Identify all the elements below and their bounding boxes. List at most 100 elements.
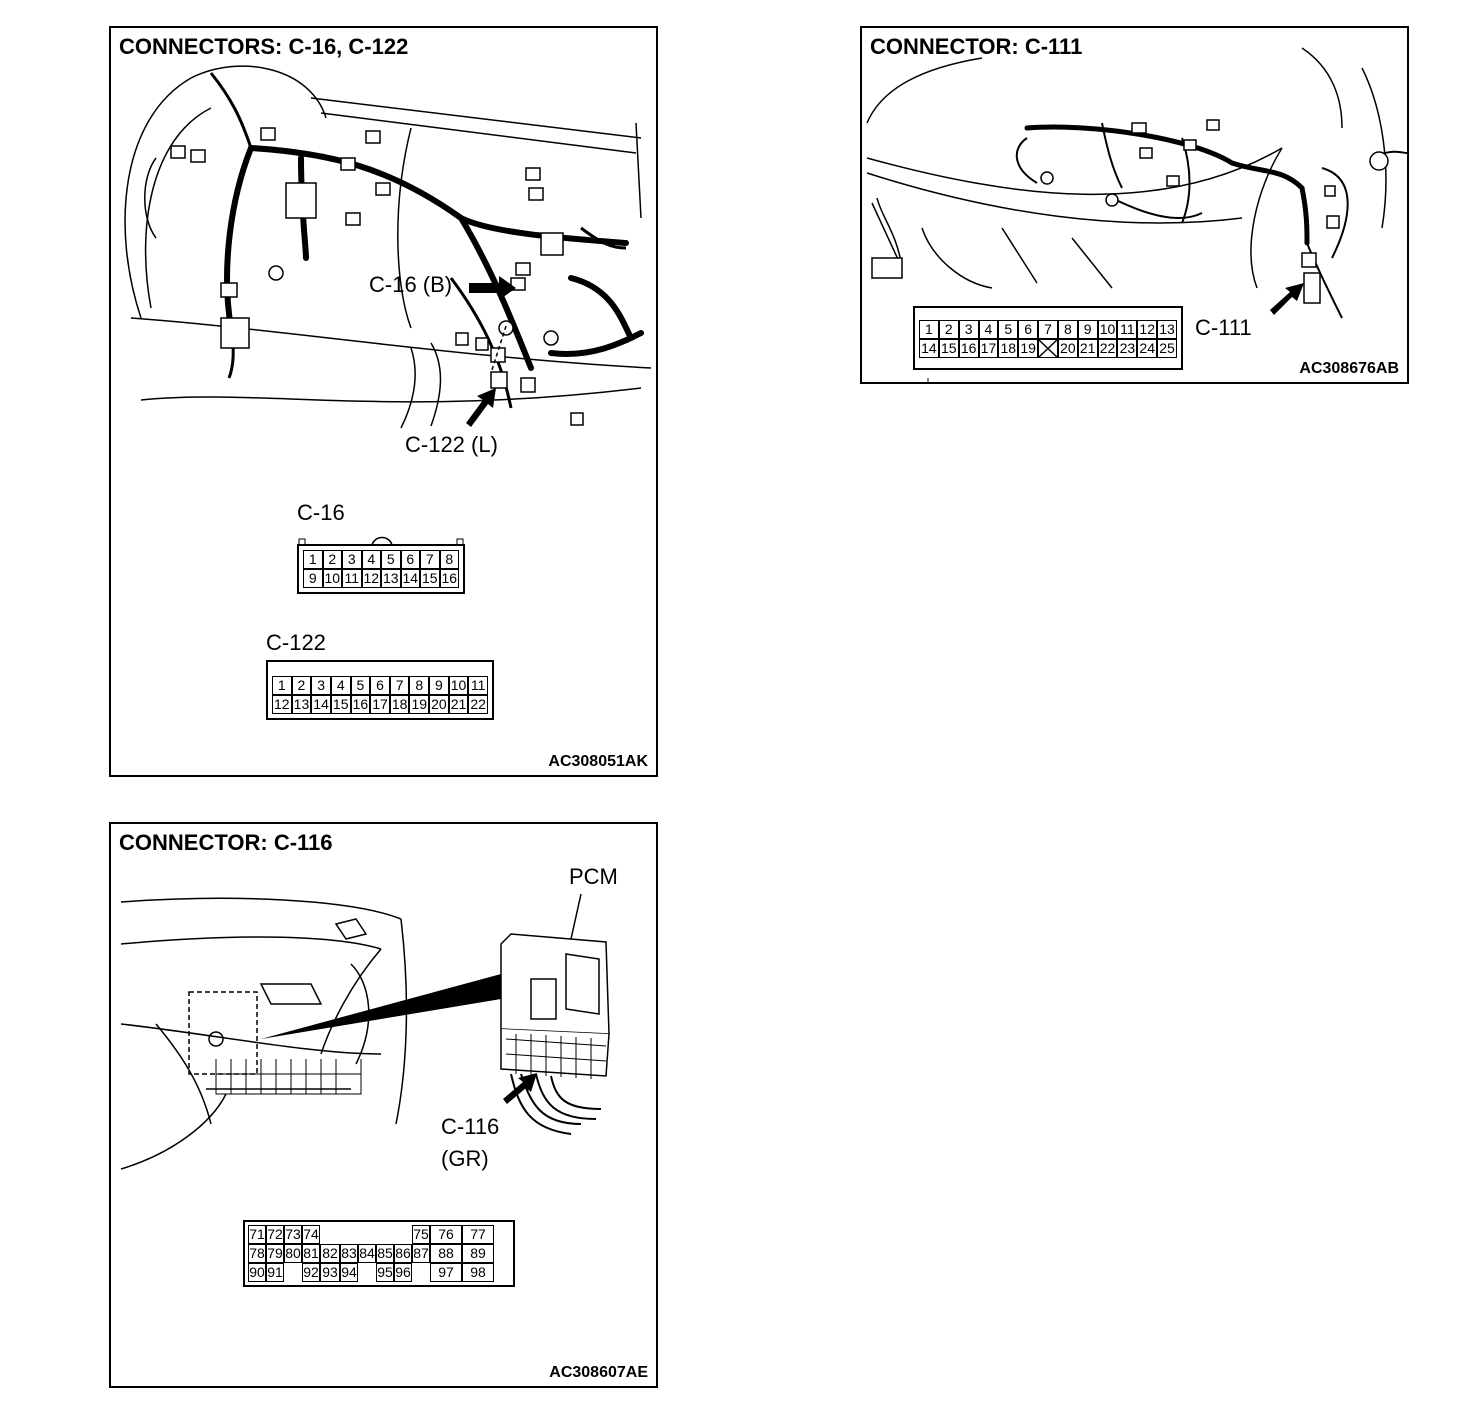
connector-pin: 87 <box>412 1244 430 1263</box>
connector-pin: 13 <box>381 569 401 588</box>
connector-pin: 25 <box>1157 339 1177 358</box>
connector-pin: 19 <box>409 695 430 714</box>
connector-pin: 8 <box>439 550 459 569</box>
connector-pin: 4 <box>361 550 381 569</box>
connector-pin: 96 <box>394 1263 412 1282</box>
connector-pin: 84 <box>358 1244 376 1263</box>
connector-pin: 85 <box>376 1244 394 1263</box>
panel-connector-c116: CONNECTOR: C-116 <box>109 822 658 1388</box>
callout-c116: C-116 <box>441 1114 500 1139</box>
connector-pin: 5 <box>998 320 1019 339</box>
connector-pin-empty <box>284 1263 302 1282</box>
panel-connectors-c16-c122: CONNECTORS: C-16, C-122 <box>109 26 658 777</box>
connector-pin: 6 <box>1018 320 1039 339</box>
connector-pin: 21 <box>448 695 469 714</box>
connector-pin: 9 <box>429 676 449 695</box>
connector-pin: 2 <box>291 676 312 695</box>
dashboard-harness-drawing <box>866 47 1407 319</box>
connector-pin: 13 <box>1157 320 1177 339</box>
connector-pin: 6 <box>370 676 390 695</box>
connector-pin: 95 <box>376 1263 394 1282</box>
connector-pin: 11 <box>468 676 488 695</box>
connector-pin: 17 <box>370 695 390 714</box>
callout-c122: C-122 (L) <box>405 432 498 457</box>
connector-pin: 75 <box>412 1225 430 1244</box>
connector-pin-empty <box>320 1225 340 1244</box>
connector-pin: 4 <box>978 320 999 339</box>
connector-pin: 8 <box>1057 320 1078 339</box>
connector-c16-name: C-16 <box>297 500 345 525</box>
connector-pin: 81 <box>302 1244 320 1263</box>
connector-pin: 7 <box>420 550 440 569</box>
connector-pin: 12 <box>1137 320 1158 339</box>
connector-pin: 83 <box>340 1244 358 1263</box>
connector-pin: 13 <box>291 695 312 714</box>
connector-pin: 23 <box>1117 339 1138 358</box>
connector-pin: 74 <box>302 1225 320 1244</box>
connector-pin: 15 <box>330 695 351 714</box>
connector-pin: 15 <box>938 339 959 358</box>
connector-pin: 12 <box>272 695 292 714</box>
connector-pin: 22 <box>468 695 488 714</box>
connector-pin: 5 <box>350 676 371 695</box>
callout-c111: C-111 <box>1195 315 1252 340</box>
connector-pin: 71 <box>248 1225 266 1244</box>
connector-pin: 7 <box>389 676 410 695</box>
connector-pin: 24 <box>1137 339 1158 358</box>
connector-pin: 91 <box>266 1263 284 1282</box>
panel-title: CONNECTORS: C-16, C-122 <box>119 34 409 59</box>
callout-gr: (GR) <box>441 1146 489 1171</box>
connector-pin: 88 <box>430 1244 462 1263</box>
figure-code: AC308051AK <box>548 753 648 770</box>
connector-pin: 17 <box>978 339 999 358</box>
connector-pin-empty <box>358 1225 376 1244</box>
connector-pin: 76 <box>430 1225 462 1244</box>
connector-pin: 82 <box>320 1244 340 1263</box>
connector-pin: 1 <box>919 320 939 339</box>
connector-pin: 3 <box>958 320 979 339</box>
connector-pin: 10 <box>322 569 342 588</box>
connector-pin: 14 <box>311 695 331 714</box>
figure-code: AC308607AE <box>549 1364 648 1381</box>
connector-pin: 2 <box>938 320 959 339</box>
connector-pin: 86 <box>394 1244 412 1263</box>
connector-pin: 72 <box>266 1225 284 1244</box>
connector-pin: 73 <box>284 1225 302 1244</box>
connector-pin: 3 <box>311 676 331 695</box>
connector-pin-blank <box>1038 339 1058 358</box>
connector-pin: 9 <box>303 569 323 588</box>
connector-pin: 94 <box>340 1263 358 1282</box>
dashboard-harness-drawing <box>124 65 652 429</box>
connector-pin: 18 <box>389 695 410 714</box>
figure-code: AC308676AB <box>1299 360 1399 377</box>
connector-pin: 3 <box>342 550 362 569</box>
connector-pin: 21 <box>1077 339 1098 358</box>
connector-pin: 16 <box>350 695 371 714</box>
connector-pin: 16 <box>439 569 459 588</box>
panel-title: CONNECTOR: C-116 <box>119 830 333 855</box>
callout-c16: C-16 (B) <box>369 272 453 297</box>
connector-pin: 4 <box>330 676 351 695</box>
connector-pin-empty <box>340 1225 358 1244</box>
connector-pin: 7 <box>1038 320 1058 339</box>
connector-c122-name: C-122 <box>266 630 326 655</box>
connector-pin: 8 <box>409 676 430 695</box>
connector-pin: 1 <box>272 676 292 695</box>
callout-pcm: PCM <box>569 864 618 889</box>
glovebox-pcm-drawing <box>120 893 610 1170</box>
connector-pin: 2 <box>322 550 342 569</box>
panel-title: CONNECTOR: C-111 <box>870 34 1083 59</box>
connector-pin: 10 <box>448 676 469 695</box>
connector-pin: 78 <box>248 1244 266 1263</box>
connector-pin: 1 <box>303 550 323 569</box>
connector-pin: 12 <box>361 569 381 588</box>
connector-pin: 22 <box>1097 339 1118 358</box>
connector-pin: 98 <box>462 1263 494 1282</box>
connector-pin: 14 <box>919 339 939 358</box>
connector-pin-empty <box>412 1263 430 1282</box>
connector-pin: 97 <box>430 1263 462 1282</box>
